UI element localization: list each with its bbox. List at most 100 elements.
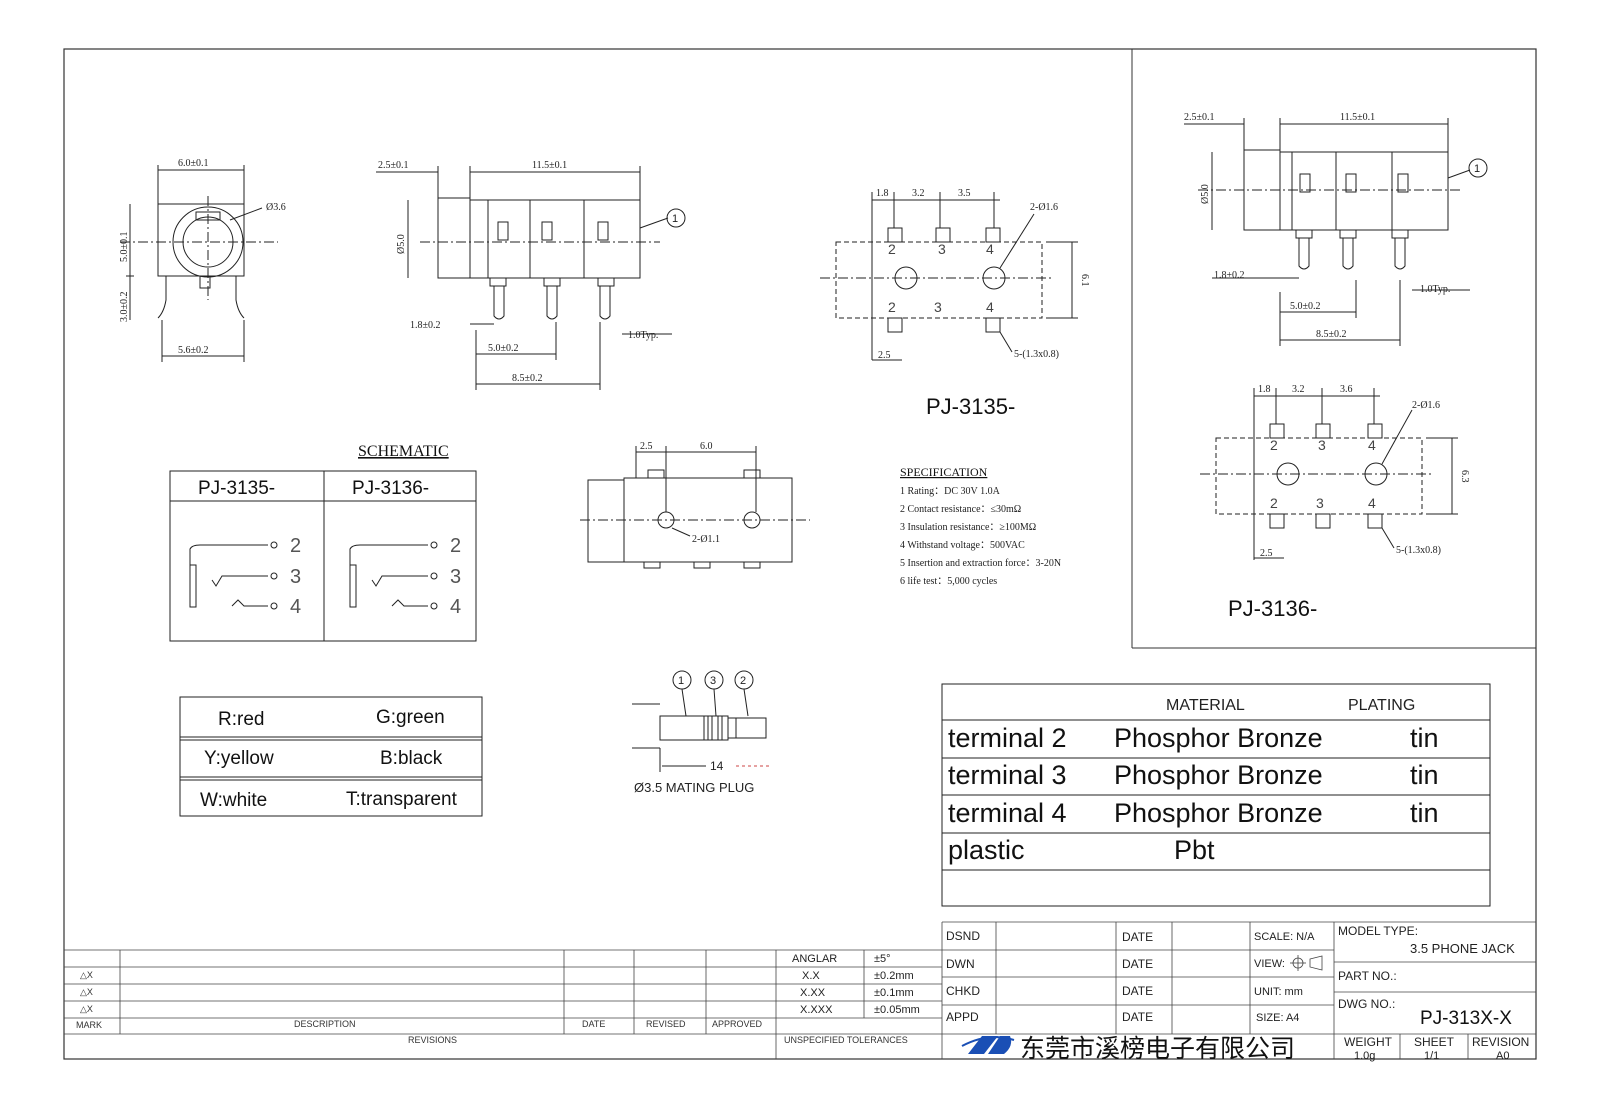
mat-row1-part: terminal 2 xyxy=(948,723,1067,753)
plug-dim: 14 xyxy=(710,759,724,773)
bottom-hole-label: 2-Ø1.1 xyxy=(692,534,720,545)
schematic-3136-pin-3: 3 xyxy=(450,566,461,588)
bottom-dim-a: 2.5 xyxy=(640,441,653,452)
company-name: 东莞市溪榜电子有限公司 xyxy=(1020,1034,1295,1063)
color-b: B:black xyxy=(380,748,443,769)
spec-line-2: 2 Contact resistance：≤30mΩ xyxy=(900,504,1021,515)
rside-dim-height: Ø5.0 xyxy=(1200,184,1211,204)
tol-angle-label: ANGLAR xyxy=(792,953,837,965)
rside-dim-pitch: 5.0±0.2 xyxy=(1290,301,1321,312)
spec-line-5: 5 Insertion and extraction force：3-20N xyxy=(900,558,1061,569)
signoff-view: VIEW: xyxy=(1254,958,1285,970)
mat-row1-plating: tin xyxy=(1410,723,1439,753)
pcb3135-pad-label: 5-(1.3x0.8) xyxy=(1014,349,1059,360)
rev-mark-2: △X xyxy=(80,987,93,997)
bottom-dim-b: 6.0 xyxy=(700,441,713,452)
front-dim-left-lower: 3.0±0.2 xyxy=(119,292,130,323)
side-dim-pin-width: 1.0Typ. xyxy=(628,330,658,341)
pcb3135-dim-3: 3.5 xyxy=(958,188,971,199)
mat-row4-part: plastic xyxy=(948,835,1025,865)
pcb3135-dim-2: 3.2 xyxy=(912,188,925,199)
schematic-title: SCHEMATIC xyxy=(358,443,449,460)
sheet-frame xyxy=(63,48,1537,1060)
pcb3136-pin-bottom-3: 3 xyxy=(1316,495,1324,511)
right-side-view xyxy=(1184,118,1488,346)
side-dim-span: 8.5±0.2 xyxy=(512,373,543,384)
spec-line-3: 3 Insulation resistance：≥100MΩ xyxy=(900,522,1036,533)
front-dim-left-upper: 5.0±0.1 xyxy=(119,232,130,263)
rev-mark-header: MARK xyxy=(76,1020,102,1030)
signoff-chkd: CHKD xyxy=(946,984,980,998)
pcb3136-dim-bottom: 2.5 xyxy=(1260,548,1273,559)
revisions-block xyxy=(64,922,943,1059)
mat-row2-plating: tin xyxy=(1410,760,1439,790)
mat-row3-part: terminal 4 xyxy=(948,798,1067,828)
model-type-label: MODEL TYPE: xyxy=(1338,924,1418,938)
rev-mark-3: △X xyxy=(80,1004,93,1014)
schematic-3135-pin-2: 2 xyxy=(290,535,301,557)
side-dim-top-right: 11.5±0.1 xyxy=(532,160,567,171)
company-logo xyxy=(961,1036,1015,1054)
signoff-dwn: DWN xyxy=(946,957,975,971)
pcb3135-pin-bottom-3: 3 xyxy=(934,299,942,315)
signoff-date-4: DATE xyxy=(1122,1010,1153,1024)
pcb3135-pin-top-3: 3 xyxy=(938,241,946,257)
pcb3135-pin-top-4: 4 xyxy=(986,241,994,257)
pcb3135-dim-bottom: 2.5 xyxy=(878,350,891,361)
weight-value: 1.0g xyxy=(1354,1050,1375,1062)
plug-callout-2: 2 xyxy=(740,675,746,687)
pcb3135-pin-bottom-2: 2 xyxy=(888,299,896,315)
rev-description-header: DESCRIPTION xyxy=(294,1019,356,1029)
spec-title: SPECIFICATION xyxy=(900,465,988,479)
signoff-date-2: DATE xyxy=(1122,957,1153,971)
rside-callout-1: 1 xyxy=(1474,163,1480,175)
color-w: W:white xyxy=(200,790,267,811)
pcb3136-dim-3: 3.6 xyxy=(1340,384,1353,395)
plating-header: PLATING xyxy=(1348,697,1415,714)
pcb3135-title: PJ-3135- xyxy=(926,394,1015,419)
material-table xyxy=(941,683,1491,907)
revision-value: A0 xyxy=(1496,1050,1509,1062)
schematic-3135-pin-4: 4 xyxy=(290,596,301,618)
rev-footer: REVISIONS xyxy=(408,1035,457,1045)
front-dim-bottom: 5.6±0.2 xyxy=(178,345,209,356)
spec-line-4: 4 Withstand voltage：500VAC xyxy=(900,540,1025,551)
pcb3135-pin-bottom-4: 4 xyxy=(986,299,994,315)
pcb3135-pin-top-2: 2 xyxy=(888,241,896,257)
rside-dim-span: 8.5±0.2 xyxy=(1316,329,1347,340)
pcb3135-dim-1: 1.8 xyxy=(876,188,889,199)
tol-xx-value: ±0.1mm xyxy=(874,987,914,999)
signoff-date-1: DATE xyxy=(1122,930,1153,944)
plug-callout-3: 3 xyxy=(710,675,716,687)
signoff-appd: APPD xyxy=(946,1010,979,1024)
color-y: Y:yellow xyxy=(204,748,274,769)
rev-revised-header: REVISED xyxy=(646,1019,686,1029)
side-dim-top-left: 2.5±0.1 xyxy=(378,160,409,171)
schematic-3136-pin-2: 2 xyxy=(450,535,461,557)
pcb3136-pin-bottom-2: 2 xyxy=(1270,495,1278,511)
spec-line-1: 1 Rating：DC 30V 1.0A xyxy=(900,486,1001,497)
schematic-3135-pin-3: 3 xyxy=(290,566,301,588)
mat-row3-plating: tin xyxy=(1410,798,1439,828)
pcb3135-dim-right: 6.1 xyxy=(1079,274,1090,287)
spec-line-6: 6 life test：5,000 cycles xyxy=(900,576,997,587)
tol-footer: UNSPECIFIED TOLERANCES xyxy=(784,1035,908,1045)
pcb3135-hole-label: 2-Ø1.6 xyxy=(1030,202,1058,213)
mating-plug xyxy=(632,670,770,772)
mat-row1-material: Phosphor Bronze xyxy=(1114,723,1323,753)
rev-approved-header: APPROVED xyxy=(712,1019,763,1029)
signoff-date-3: DATE xyxy=(1122,984,1153,998)
signoff-block xyxy=(942,921,1536,1059)
rev-date-header: DATE xyxy=(582,1019,605,1029)
part-no-label: PART NO.: xyxy=(1338,969,1397,983)
pcb3136-pin-bottom-4: 4 xyxy=(1368,495,1376,511)
color-t: T:transparent xyxy=(346,789,458,810)
front-view xyxy=(120,165,278,362)
pcb3136-pin-top-4: 4 xyxy=(1368,437,1376,453)
color-g: G:green xyxy=(376,707,445,728)
signoff-size: SIZE: A4 xyxy=(1256,1012,1299,1024)
pcb3136-dim-right: 6.3 xyxy=(1459,470,1470,483)
rev-mark-1: △X xyxy=(80,970,93,980)
bottom-view xyxy=(580,446,810,569)
